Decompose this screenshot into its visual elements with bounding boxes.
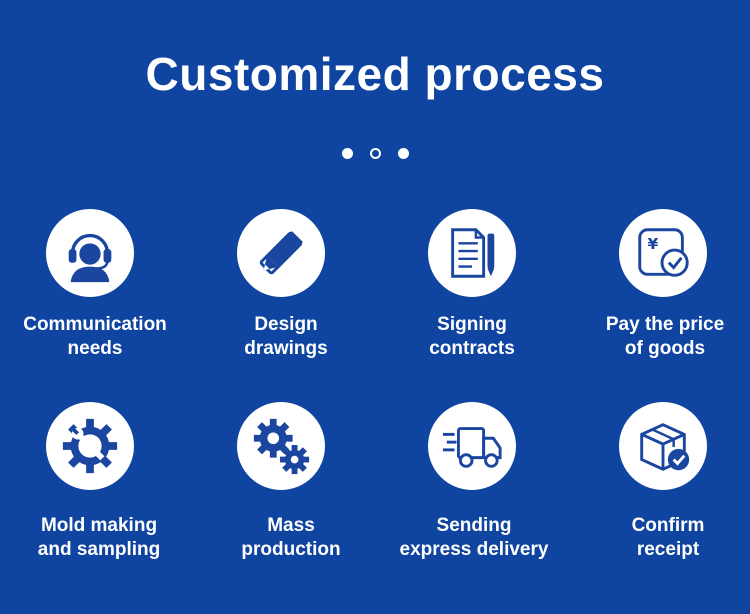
step-icon-circle-8 bbox=[619, 402, 707, 490]
gear-wrench-icon bbox=[62, 418, 118, 474]
pencil-ruler-icon bbox=[259, 231, 303, 275]
step-label-2: Design drawings bbox=[244, 314, 328, 359]
page-title: Customized process bbox=[145, 48, 605, 100]
carousel-dot-3[interactable] bbox=[397, 148, 409, 159]
step-icon-circle-4: ¥ bbox=[619, 209, 707, 297]
gears-icon bbox=[253, 418, 310, 475]
step-label-1: Communication needs bbox=[23, 314, 167, 359]
step-icon-circle-1 bbox=[46, 209, 134, 297]
step-icon-circle-6 bbox=[237, 402, 325, 490]
payment-check-icon: ¥ bbox=[638, 228, 689, 277]
step-icon-circle-3 bbox=[428, 209, 516, 297]
carousel-dots bbox=[0, 148, 750, 159]
headset-icon bbox=[68, 233, 112, 283]
package-check-icon bbox=[640, 423, 690, 471]
svg-text:¥: ¥ bbox=[648, 235, 659, 253]
carousel-dot-2[interactable] bbox=[369, 148, 381, 159]
step-label-5: Mold making and sampling bbox=[37, 515, 161, 560]
carousel-dot-1[interactable] bbox=[341, 148, 353, 159]
step-label-4: Pay the price of goods bbox=[605, 314, 725, 359]
step-label-6: Mass production bbox=[241, 515, 341, 560]
step-icon-circle-2 bbox=[237, 209, 325, 297]
step-label-8: Confirm receipt bbox=[631, 515, 705, 560]
step-icon-circle-7 bbox=[428, 402, 516, 490]
step-label-7: Sending express delivery bbox=[399, 515, 549, 560]
step-label-3: Signing contracts bbox=[429, 314, 515, 359]
delivery-truck-icon bbox=[442, 427, 502, 468]
contract-pen-icon bbox=[451, 228, 495, 278]
step-icon-circle-5 bbox=[46, 402, 134, 490]
